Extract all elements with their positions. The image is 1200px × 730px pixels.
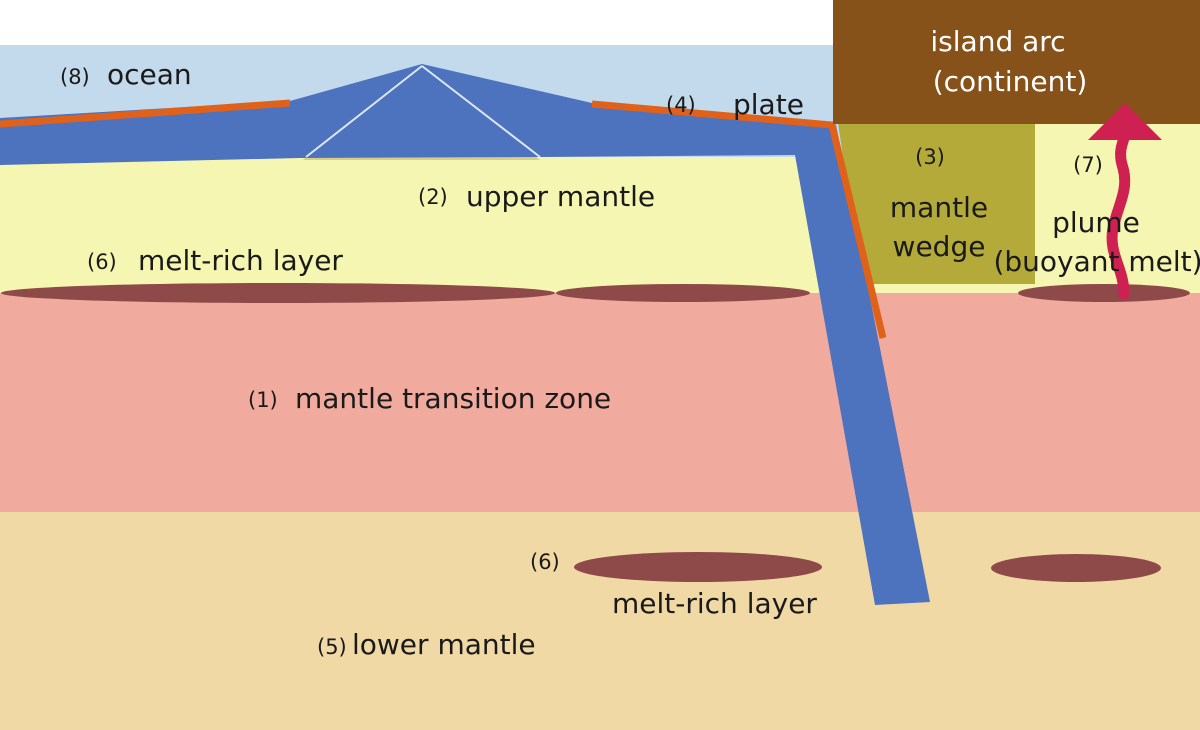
plume-number: (7): [1073, 153, 1103, 177]
lower-mantle-label: lower mantle: [352, 628, 536, 661]
ridge-highlight: [421, 65, 541, 158]
lower-mantle-layer: [0, 510, 1200, 730]
melt-lens: [574, 552, 822, 582]
plate-edge-right: [591, 100, 887, 339]
transition-zone-number: (1): [248, 388, 278, 412]
island-arc-block: [833, 0, 1200, 124]
ridge-highlight-left: [305, 65, 423, 158]
island-arc-label-line1: island arc: [930, 25, 1065, 58]
melt-lens: [1, 283, 555, 303]
plume-arrow-head: [1088, 103, 1162, 140]
melt-layer-top-label: melt-rich layer: [138, 244, 343, 277]
upper-mantle-label: upper mantle: [466, 180, 655, 213]
lower-mantle-number: (5): [317, 635, 347, 659]
plume-arrow: [1106, 132, 1131, 300]
island-arc-label-line2: (continent): [933, 65, 1088, 98]
wedge-number: (3): [915, 145, 945, 169]
ocean-number: (8): [60, 65, 90, 89]
ocean-label: ocean: [107, 58, 192, 91]
melt-lens: [991, 554, 1161, 582]
plate-edge-left: [0, 99, 291, 128]
plate-number: (4): [666, 93, 696, 117]
plate-label: plate: [733, 88, 804, 121]
plume-label-line1: plume: [1052, 206, 1140, 239]
melt-lens: [1018, 284, 1190, 302]
mantle-wedge-region: [838, 123, 1035, 284]
melt-layer-bottom-label: melt-rich layer: [612, 587, 817, 620]
wedge-label-line2: wedge: [893, 230, 986, 263]
upper-mantle-number: (2): [418, 185, 448, 209]
plume-label-line2: (buoyant melt): [993, 245, 1200, 278]
melt-layer-top-number: (6): [87, 250, 117, 274]
melt-lens: [556, 284, 810, 302]
transition-zone-label: mantle transition zone: [295, 382, 611, 415]
transition-zone-layer: [0, 292, 1200, 512]
wedge-label-line1: mantle: [890, 191, 988, 224]
melt-layer-bottom-number: (6): [530, 550, 560, 574]
